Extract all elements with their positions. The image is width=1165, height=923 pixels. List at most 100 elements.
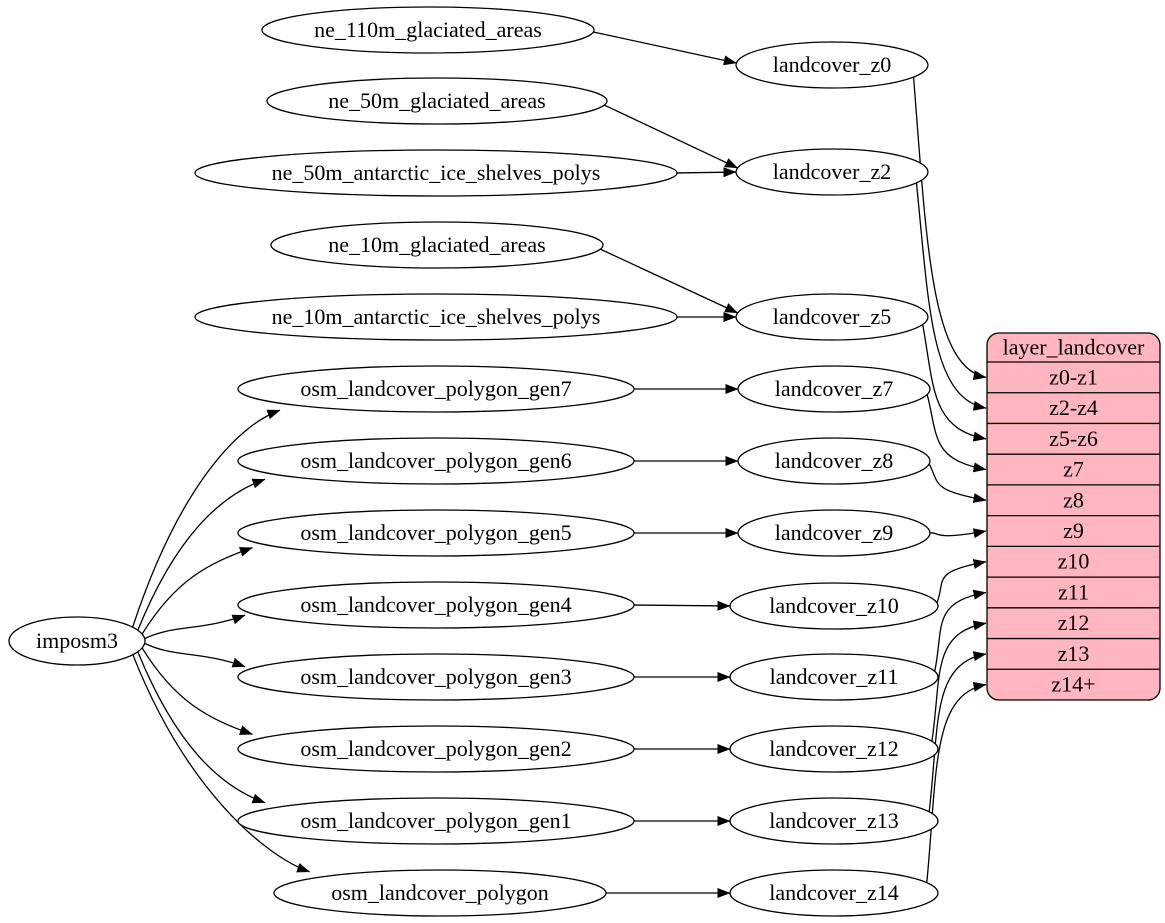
table-title: layer_landcover: [1003, 335, 1145, 360]
edge-landcover_z7--row:z7: [926, 394, 987, 473]
node-landcover_z5: landcover_z5: [735, 293, 929, 341]
edge-landcover_z11--row:z11: [934, 589, 987, 672]
node-label-osm_landcover_polygon_gen1: osm_landcover_polygon_gen1: [300, 808, 571, 833]
table-row-label-z9: z9: [1063, 518, 1084, 543]
node-label-ne_50m_glaciated_areas: ne_50m_glaciated_areas: [328, 88, 545, 113]
edge-imposm3--osm_landcover_polygon_gen7: [132, 409, 281, 628]
node-osm_landcover_polygon_gen3: osm_landcover_polygon_gen3: [237, 653, 635, 701]
node-ne_10m_glaciated_areas: ne_10m_glaciated_areas: [270, 221, 604, 269]
edge-imposm3--osm_landcover_polygon_gen4: [144, 614, 246, 640]
node-ellipse-ne_10m_glaciated_areas: [270, 221, 604, 269]
edge-landcover_z14--row:z14+: [926, 681, 987, 883]
edge-imposm3--osm_landcover_polygon: [132, 654, 311, 873]
edge-imposm3--osm_landcover_polygon_gen3: [144, 642, 246, 668]
node-ellipse-ne_50m_antarctic_ice_shelves_polys: [194, 149, 678, 197]
edge-ne_50m_glaciated_areas--landcover_z2: [604, 104, 738, 169]
node-label-landcover_z2: landcover_z2: [773, 159, 892, 184]
node-label-osm_landcover_polygon_gen3: osm_landcover_polygon_gen3: [300, 664, 571, 689]
node-landcover_z10: landcover_z10: [729, 582, 939, 630]
node-osm_landcover_polygon_gen5: osm_landcover_polygon_gen5: [237, 509, 635, 557]
table-row-label-z0-z1: z0-z1: [1049, 364, 1098, 389]
node-osm_landcover_polygon_gen7: osm_landcover_polygon_gen7: [237, 365, 635, 413]
table-row-label-z12: z12: [1058, 610, 1090, 635]
node-landcover_z2: landcover_z2: [735, 148, 929, 196]
edge-ne_110m_glaciated_areas--landcover_z0: [593, 31, 737, 66]
node-label-osm_landcover_polygon_gen7: osm_landcover_polygon_gen7: [300, 376, 571, 401]
edge-osm_landcover_polygon_gen4--landcover_z10: [633, 600, 731, 611]
node-ellipse-landcover_z11: [729, 653, 939, 701]
edge-landcover_z5--row:z5-z6: [922, 324, 987, 442]
node-ellipse-landcover_z8: [737, 437, 931, 485]
node-imposm3: imposm3: [8, 616, 146, 666]
table-row-label-z2-z4: z2-z4: [1049, 395, 1098, 420]
node-ne_110m_glaciated_areas: ne_110m_glaciated_areas: [261, 6, 595, 54]
node-ellipse-osm_landcover_polygon: [273, 869, 607, 917]
node-ellipse-osm_landcover_polygon_gen6: [237, 437, 635, 485]
node-osm_landcover_polygon_gen2: osm_landcover_polygon_gen2: [237, 725, 635, 773]
node-label-osm_landcover_polygon_gen6: osm_landcover_polygon_gen6: [300, 448, 571, 473]
edge-landcover_z10--row:z10: [936, 559, 987, 604]
edge-imposm3--osm_landcover_polygon_gen6: [137, 478, 266, 631]
node-label-landcover_z14: landcover_z14: [769, 880, 899, 905]
node-osm_landcover_polygon_gen1: osm_landcover_polygon_gen1: [237, 797, 635, 845]
edge-landcover_z9--row:z9: [929, 528, 987, 539]
node-label-osm_landcover_polygon_gen5: osm_landcover_polygon_gen5: [300, 520, 571, 545]
edge-landcover_z13--row:z13: [928, 651, 987, 812]
edge-ne_10m_glaciated_areas--landcover_z5: [600, 248, 739, 314]
node-label-ne_10m_antarctic_ice_shelves_polys: ne_10m_antarctic_ice_shelves_polys: [272, 304, 601, 329]
node-ellipse-landcover_z5: [735, 293, 929, 341]
node-ellipse-imposm3: [8, 616, 146, 666]
node-ellipse-landcover_z12: [729, 725, 939, 773]
node-ne_50m_antarctic_ice_shelves_polys: ne_50m_antarctic_ice_shelves_polys: [194, 149, 678, 197]
edge-imposm3--osm_landcover_polygon_gen2: [141, 647, 253, 735]
node-landcover_z8: landcover_z8: [737, 437, 931, 485]
edges-layer: [132, 31, 987, 898]
node-label-landcover_z7: landcover_z7: [775, 376, 894, 401]
node-label-ne_110m_glaciated_areas: ne_110m_glaciated_areas: [314, 17, 542, 42]
node-ellipse-landcover_z0: [735, 41, 929, 89]
table-row-label-z11: z11: [1058, 579, 1089, 604]
node-landcover_z11: landcover_z11: [729, 653, 939, 701]
table-layer: layer_landcoverz0-z1z2-z4z5-z6z7z8z9z10z…: [986, 332, 1161, 701]
table-row-label-z5-z6: z5-z6: [1049, 426, 1098, 451]
node-label-osm_landcover_polygon: osm_landcover_polygon: [331, 880, 549, 905]
node-label-imposm3: imposm3: [36, 628, 118, 653]
edge-landcover_z2--row:z2-z4: [915, 182, 987, 411]
node-label-landcover_z11: landcover_z11: [770, 664, 899, 689]
node-label-ne_50m_antarctic_ice_shelves_polys: ne_50m_antarctic_ice_shelves_polys: [272, 160, 601, 185]
node-landcover_z12: landcover_z12: [729, 725, 939, 773]
node-ellipse-ne_10m_antarctic_ice_shelves_polys: [194, 293, 678, 341]
node-ellipse-ne_50m_glaciated_areas: [266, 77, 608, 125]
node-label-osm_landcover_polygon_gen2: osm_landcover_polygon_gen2: [300, 736, 571, 761]
node-ellipse-osm_landcover_polygon_gen4: [237, 581, 635, 629]
node-landcover_z7: landcover_z7: [737, 365, 931, 413]
node-ellipse-ne_110m_glaciated_areas: [261, 6, 595, 54]
node-ellipse-landcover_z2: [735, 148, 929, 196]
node-ellipse-landcover_z10: [729, 582, 939, 630]
node-label-landcover_z9: landcover_z9: [775, 520, 894, 545]
node-osm_landcover_polygon_gen4: osm_landcover_polygon_gen4: [237, 581, 635, 629]
node-label-ne_10m_glaciated_areas: ne_10m_glaciated_areas: [328, 232, 545, 257]
table-row-label-z13: z13: [1058, 641, 1090, 666]
edge-ne_50m_antarctic_ice_shelves_polys--landcover_z2: [676, 167, 737, 178]
edge-landcover_z12--row:z12: [931, 620, 987, 742]
nodes-layer: imposm3 ne_110m_glaciated_areas ne_50m_gla…: [8, 6, 939, 917]
node-ellipse-landcover_z7: [737, 365, 931, 413]
node-ellipse-landcover_z14: [729, 869, 939, 917]
node-label-landcover_z8: landcover_z8: [775, 448, 894, 473]
node-ellipse-landcover_z13: [729, 797, 939, 845]
table-row-label-z10: z10: [1058, 549, 1090, 574]
node-osm_landcover_polygon: osm_landcover_polygon: [273, 869, 607, 917]
node-landcover_z9: landcover_z9: [737, 509, 931, 557]
node-ellipse-landcover_z9: [737, 509, 931, 557]
node-osm_landcover_polygon_gen6: osm_landcover_polygon_gen6: [237, 437, 635, 485]
edge-imposm3--osm_landcover_polygon_gen1: [137, 651, 266, 804]
node-ellipse-osm_landcover_polygon_gen7: [237, 365, 635, 413]
node-label-landcover_z12: landcover_z12: [769, 736, 899, 761]
node-ellipse-osm_landcover_polygon_gen1: [237, 797, 635, 845]
node-label-landcover_z0: landcover_z0: [773, 52, 892, 77]
node-label-landcover_z10: landcover_z10: [769, 593, 899, 618]
node-label-landcover_z13: landcover_z13: [769, 808, 899, 833]
